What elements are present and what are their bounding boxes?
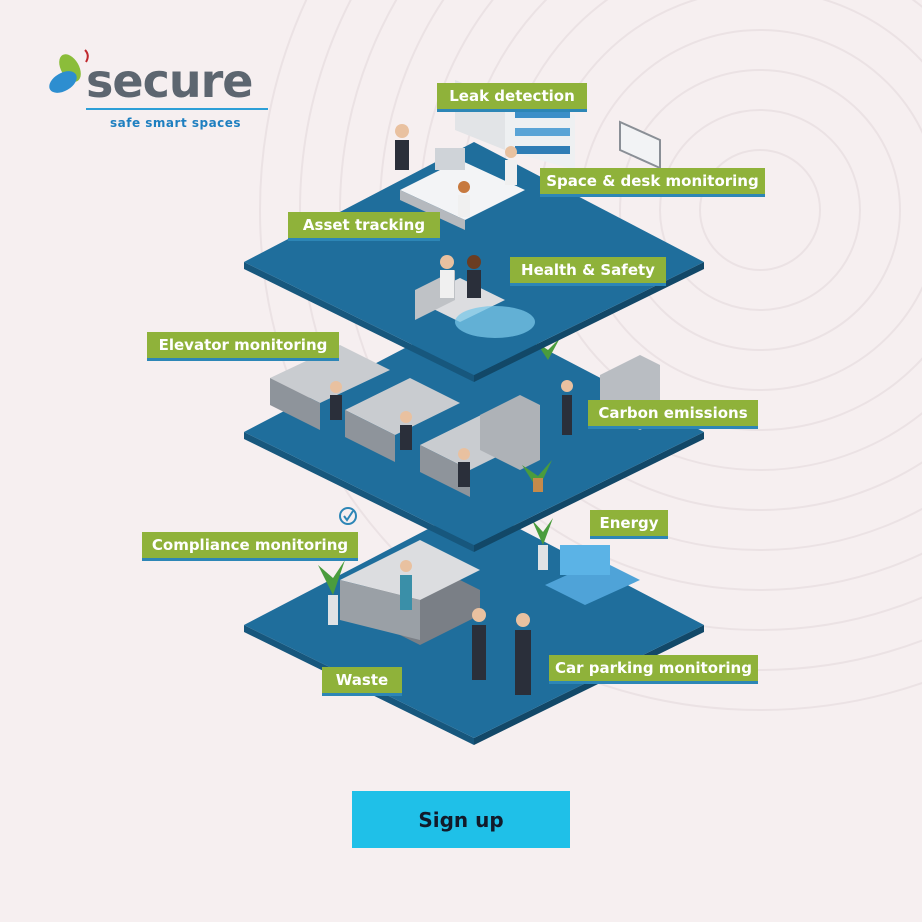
logo-leaves <box>49 49 89 93</box>
label-elevator-monitoring: Elevator monitoring <box>147 332 339 358</box>
label-car-parking-monitoring: Car parking monitoring <box>549 655 758 681</box>
sign-up-button[interactable]: Sign up <box>352 791 570 848</box>
brand-logo[interactable]: secure safe smart spaces <box>52 48 274 134</box>
logo-tagline: safe smart spaces <box>110 116 242 130</box>
label-asset-tracking: Asset tracking <box>288 212 440 238</box>
floor-top <box>244 80 704 382</box>
label-space-desk-monitoring: Space & desk monitoring <box>540 168 765 194</box>
label-waste: Waste <box>322 667 402 693</box>
label-leak-detection: Leak detection <box>437 83 587 109</box>
label-compliance-monitoring: Compliance monitoring <box>142 532 358 558</box>
label-energy: Energy <box>590 510 668 536</box>
logo-wordmark: secure <box>86 54 253 108</box>
label-health-safety: Health & Safety <box>510 257 666 283</box>
label-carbon-emissions: Carbon emissions <box>588 400 758 426</box>
compliance-check-icon <box>339 507 357 525</box>
logo-underline <box>86 108 268 110</box>
